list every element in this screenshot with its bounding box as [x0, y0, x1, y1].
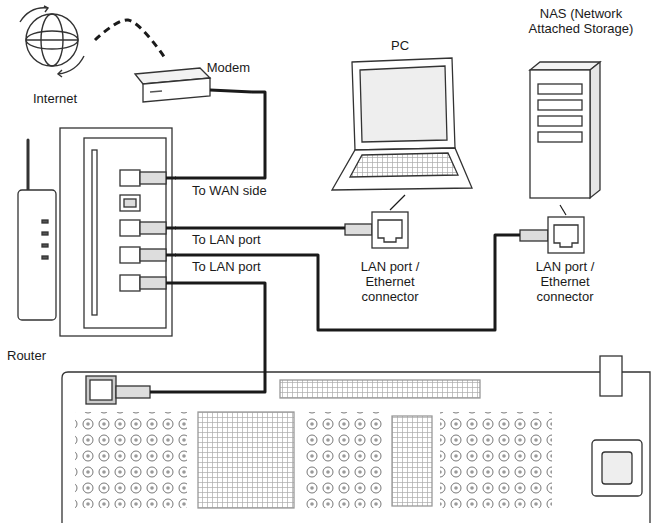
leader-line	[560, 205, 566, 215]
device-label: PC	[391, 38, 409, 53]
leader-line	[390, 195, 405, 210]
router-node: Router	[5, 125, 175, 365]
nas-lan-port-icon	[520, 217, 584, 253]
network-cable	[175, 92, 265, 178]
device-label: NAS (Network Attached Storage)	[522, 6, 640, 36]
receiver-rear-panel	[62, 356, 650, 523]
lan-port-node: LAN port / Ethernet connector	[345, 210, 435, 306]
lan-port-node: LAN port / Ethernet connector	[520, 215, 610, 306]
modem-node: Modem	[128, 58, 252, 108]
router-icon	[18, 128, 172, 336]
nas-node: NAS (Network Attached Storage)	[505, 4, 657, 205]
cable-label: To LAN port	[190, 259, 263, 274]
network-cable	[175, 235, 520, 330]
laptop-icon	[332, 58, 472, 190]
device-label: LAN port / Ethernet connector	[347, 259, 433, 304]
internet-node: Internet	[15, 8, 95, 108]
cable-label: To WAN side	[190, 183, 269, 198]
cable-label: To LAN port	[190, 232, 263, 247]
pc-node: PC	[330, 36, 470, 195]
modem-cable-stub	[210, 90, 252, 92]
router-cable-stubs	[166, 178, 176, 255]
network-cable	[175, 227, 345, 230]
globe-icon	[20, 6, 84, 77]
device-label: Router	[7, 348, 46, 363]
device-label: Modem	[207, 60, 250, 75]
device-label: LAN port / Ethernet connector	[522, 259, 608, 304]
network-cable	[95, 20, 165, 58]
pc-lan-port-icon	[345, 212, 408, 248]
nas-icon	[530, 62, 600, 198]
receiver-cable	[150, 283, 265, 392]
modem-icon	[135, 68, 210, 102]
device-label: Internet	[33, 91, 77, 106]
